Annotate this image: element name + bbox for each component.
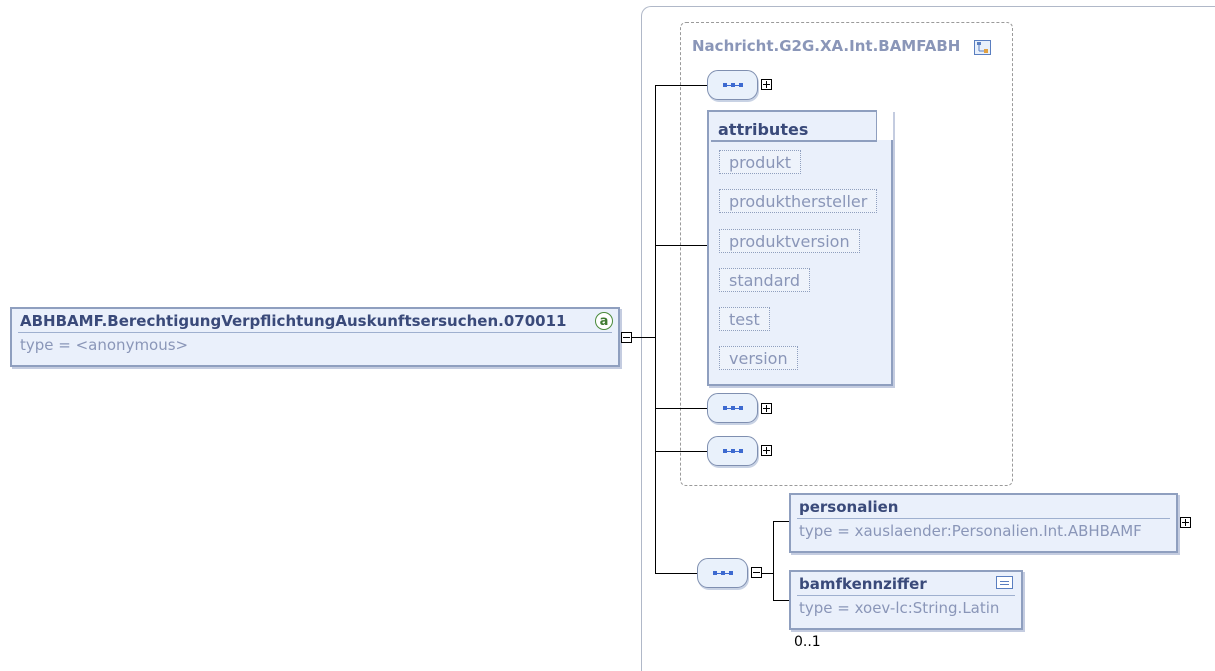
- personalien-expand-toggle[interactable]: [1180, 517, 1191, 528]
- documentation-icon[interactable]: [996, 576, 1013, 589]
- connector: [655, 85, 656, 573]
- root-separator: [18, 332, 612, 333]
- sequence-expand-toggle[interactable]: [761, 79, 772, 90]
- bamfkennziffer-name: bamfkennziffer: [799, 575, 927, 593]
- connector: [655, 245, 707, 246]
- group-reference-frame: [680, 22, 1013, 486]
- sequence-compositor[interactable]: [707, 70, 758, 100]
- connector: [655, 85, 707, 86]
- sequence-compositor[interactable]: [707, 436, 758, 466]
- complex-type-frame: [641, 6, 1215, 671]
- connector: [655, 451, 707, 452]
- occurrence-label: 0..1: [794, 634, 821, 650]
- personalien-separator: [797, 518, 1170, 519]
- element-personalien[interactable]: personalien type = xauslaender:Personali…: [789, 493, 1178, 553]
- connector: [762, 573, 774, 574]
- root-element-type: type = <anonymous>: [20, 336, 189, 354]
- connector: [632, 337, 656, 338]
- bamfkennziffer-type: type = xoev-lc:String.Latin: [799, 599, 1000, 617]
- sequence-compositor[interactable]: [707, 393, 758, 423]
- sequence-collapse-toggle[interactable]: [751, 567, 762, 578]
- connector: [773, 600, 789, 601]
- attribute-version[interactable]: version: [719, 346, 798, 370]
- attribute-produkthersteller[interactable]: produkthersteller: [719, 189, 878, 213]
- attribute-test[interactable]: test: [719, 307, 770, 331]
- attributes-header-rule: [711, 140, 877, 142]
- connector: [773, 521, 789, 522]
- connector: [655, 573, 697, 574]
- attributes-badge-icon: a: [595, 312, 613, 330]
- bamfkennziffer-separator: [797, 595, 1015, 596]
- personalien-type: type = xauslaender:Personalien.Int.ABHBA…: [799, 522, 1142, 540]
- connector: [655, 408, 707, 409]
- attribute-produktversion[interactable]: produktversion: [719, 229, 860, 253]
- personalien-name: personalien: [799, 498, 899, 516]
- attributes-tab: [876, 110, 893, 140]
- sequence-expand-toggle[interactable]: [761, 403, 772, 414]
- attribute-standard[interactable]: standard: [719, 268, 810, 292]
- attributes-header: attributes: [718, 120, 809, 139]
- sequence-expand-toggle[interactable]: [761, 445, 772, 456]
- attribute-produkt[interactable]: produkt: [719, 150, 802, 174]
- root-collapse-toggle[interactable]: [621, 332, 632, 343]
- group-title: Nachricht.G2G.XA.Int.BAMFABH: [692, 37, 961, 55]
- group-tree-icon[interactable]: [974, 40, 991, 55]
- element-bamfkennziffer[interactable]: bamfkennziffer type = xoev-lc:String.Lat…: [789, 570, 1023, 630]
- attributes-panel: attributes produkt produkthersteller pro…: [707, 110, 893, 386]
- sequence-compositor[interactable]: [697, 558, 748, 588]
- root-element-name: ABHBAMF.BerechtigungVerpflichtungAuskunf…: [20, 312, 567, 330]
- connector: [773, 521, 774, 601]
- root-element[interactable]: ABHBAMF.BerechtigungVerpflichtungAuskunf…: [10, 307, 620, 367]
